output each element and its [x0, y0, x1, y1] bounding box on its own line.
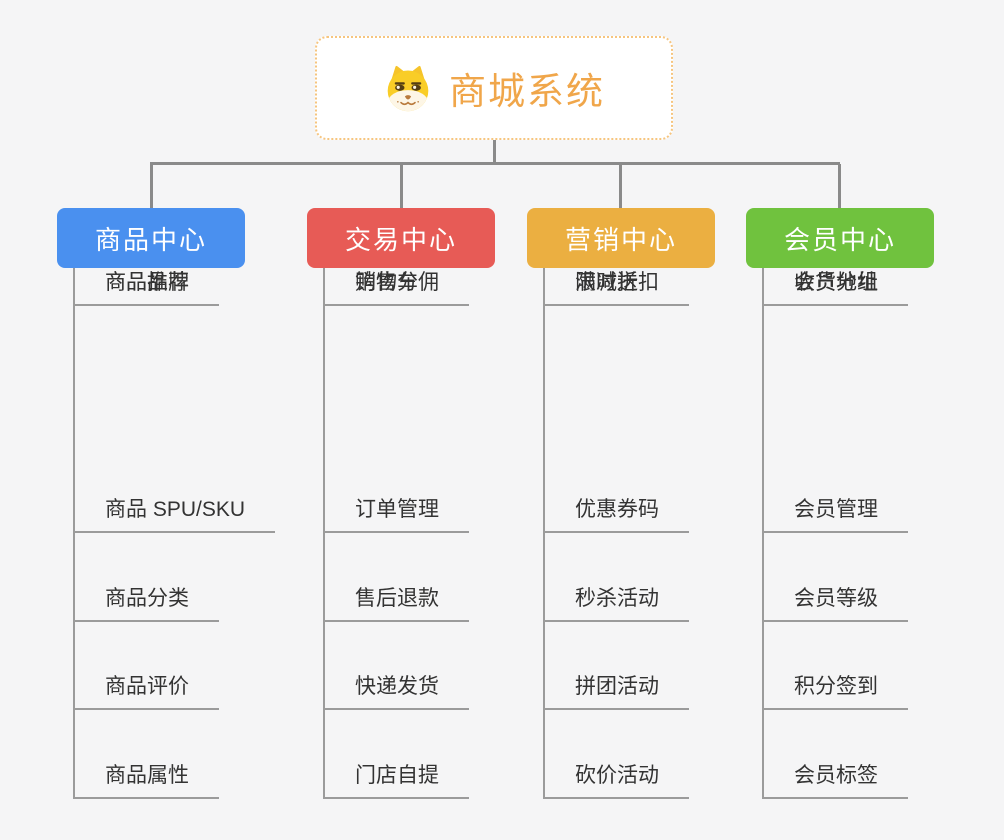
connector-drop-member [838, 164, 841, 209]
branch-node-trade[interactable]: 交易中心 [307, 208, 495, 268]
leaf-item[interactable]: 满减送 [543, 268, 668, 306]
branch-column-marketing: 营销中心 优惠券码 秒杀活动 拼团活动 砍价活动 限时折扣 满减送 [527, 208, 715, 799]
leaf-item[interactable]: 商品品牌 [73, 268, 219, 306]
leaf-item[interactable]: 积分签到 [762, 672, 908, 710]
leaf-item[interactable]: 优惠券码 [543, 495, 689, 533]
leaf-item[interactable]: 秒杀活动 [543, 584, 689, 622]
connector-branch-member-line [762, 268, 764, 799]
leaf-item[interactable]: 售后退款 [323, 584, 469, 622]
leaf-item[interactable]: 商品分类 [73, 584, 219, 622]
connector-horizontal-bar [150, 162, 840, 165]
root-title: 商城系统 [449, 71, 605, 112]
leaf-item[interactable]: 商品属性 [73, 761, 219, 799]
dog-face-icon [387, 65, 429, 111]
branch-column-product: 商品中心 商品 SPU/SKU 商品分类 商品评价 商品属性 商品推荐 商品品牌 [57, 208, 276, 799]
connector-drop-product [150, 164, 153, 209]
leaf-item[interactable]: 门店自提 [323, 761, 469, 799]
connector-branch-trade-line [323, 268, 325, 799]
leaf-item[interactable]: 商品评价 [73, 672, 219, 710]
leaf-item[interactable]: 会员管理 [762, 495, 908, 533]
connector-branch-marketing-line [543, 268, 545, 799]
connector-root-stub [493, 138, 496, 165]
branch-node-member[interactable]: 会员中心 [746, 208, 934, 268]
leaf-item[interactable]: 会员等级 [762, 584, 908, 622]
branch-node-product[interactable]: 商品中心 [57, 208, 245, 268]
connector-drop-trade [400, 164, 403, 209]
leaf-item[interactable]: 商品 SPU/SKU [73, 495, 276, 533]
leaf-item[interactable]: 拼团活动 [543, 672, 689, 710]
branch-column-trade: 交易中心 订单管理 售后退款 快递发货 门店自提 购物车 销售分佣 [307, 208, 495, 799]
leaf-item[interactable]: 砍价活动 [543, 761, 689, 799]
connector-drop-marketing [619, 164, 622, 209]
branch-column-member: 会员中心 会员管理 会员等级 积分签到 会员标签 会员分组 收货地址 [746, 208, 934, 799]
leaf-item[interactable]: 收货地址 [762, 268, 908, 306]
connector-branch-product-line [73, 268, 75, 799]
branch-node-marketing[interactable]: 营销中心 [527, 208, 715, 268]
root-node[interactable]: 商城系统 [315, 36, 673, 140]
leaf-item[interactable]: 销售分佣 [323, 268, 469, 306]
leaf-item[interactable]: 订单管理 [323, 495, 469, 533]
leaf-item[interactable]: 快递发货 [323, 672, 469, 710]
leaf-item[interactable]: 会员标签 [762, 761, 908, 799]
